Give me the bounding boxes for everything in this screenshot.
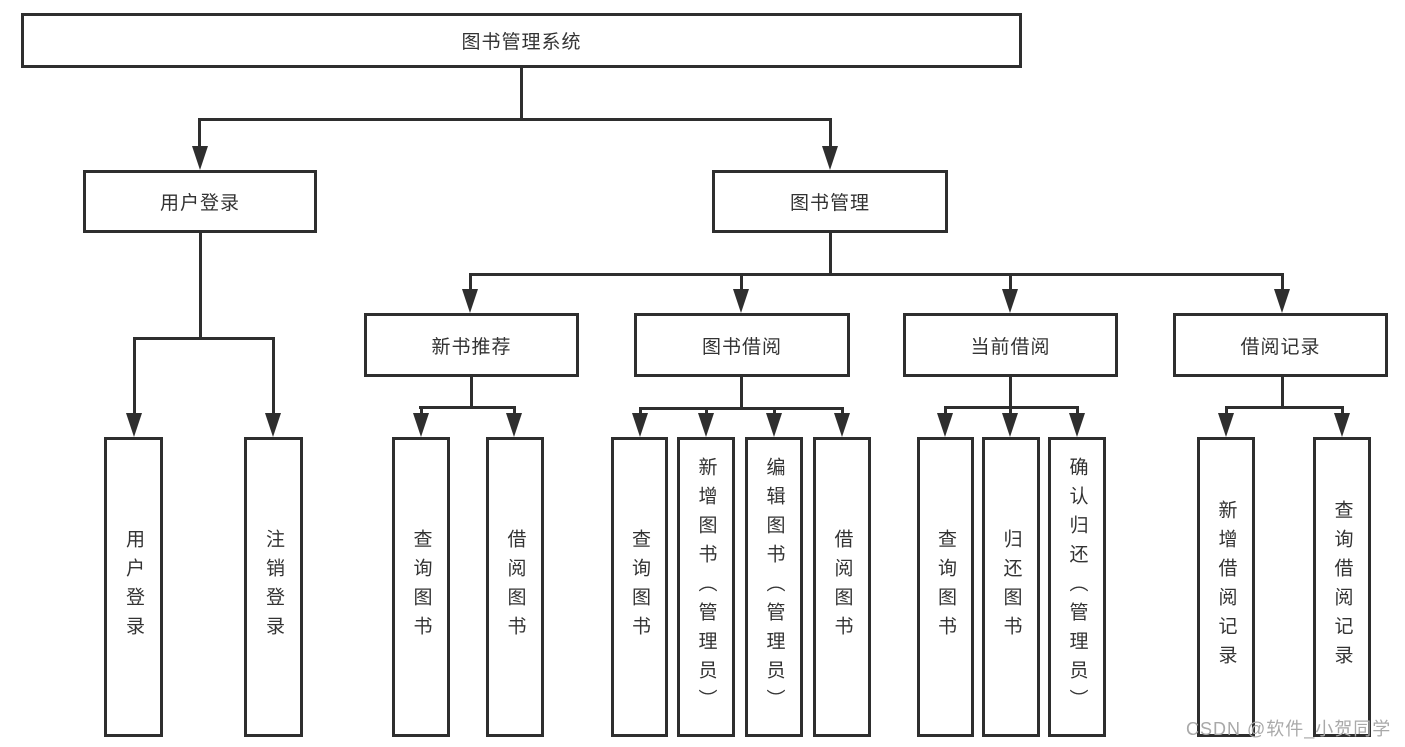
node-current-borrow-label: 当前借阅 [970,336,1051,358]
connector-line [1281,374,1284,408]
leaf-borrow-borrow-book: 借阅图书 [813,437,871,737]
connector-line [199,231,202,339]
leaf-logout-label: 注销登录 [263,529,284,645]
arrowhead-down-icon [632,413,648,437]
node-user-login-label: 用户登录 [159,193,240,214]
leaf-borrow-add-book-admin-label: 新增图书（管理员） [695,456,717,718]
arrowhead-down-icon [766,413,782,437]
node-book-management-label: 图书管理 [789,193,870,214]
leaf-borrow-search-book: 查询图书 [611,437,668,737]
connector-line [773,407,776,416]
connector-line [520,66,523,120]
arrowhead-down-icon [1218,413,1234,437]
connector-line [272,337,275,415]
connector-line [198,118,201,148]
leaf-borrow-add-book-admin: 新增图书（管理员） [677,437,735,737]
connector-line [1281,273,1284,291]
arrowhead-down-icon [834,413,850,437]
connector-line [420,406,423,416]
arrowhead-down-icon [192,146,208,170]
arrowhead-down-icon [937,413,953,437]
connector-line [1009,406,1012,416]
leaf-records-add-record-label: 新增借阅记录 [1215,500,1237,674]
leaf-current-return-book: 归还图书 [982,437,1040,737]
connector-line [1076,406,1079,416]
connector-line [133,337,275,340]
node-borrow-records-label: 借阅记录 [1240,336,1321,358]
leaf-current-confirm-return-admin: 确认归还（管理员） [1048,437,1106,737]
connector-line [639,407,642,416]
arrowhead-down-icon [413,413,429,437]
watermark-text: CSDN @软件_小贺同学 [1186,719,1392,739]
arrowhead-down-icon [822,146,838,170]
arrowhead-down-icon [1334,413,1350,437]
connector-line [740,273,743,291]
arrowhead-down-icon [265,413,281,437]
connector-line [419,406,516,409]
connector-line [133,337,136,415]
connector-line [829,118,832,148]
arrowhead-down-icon [506,413,522,437]
connector-line [1009,273,1012,291]
node-new-book-recommend: 新书推荐 [364,313,579,377]
connector-line [513,406,516,416]
arrowhead-down-icon [1002,413,1018,437]
leaf-borrow-edit-book-admin: 编辑图书（管理员） [745,437,803,737]
arrowhead-down-icon [126,413,142,437]
connector-line [1225,406,1228,416]
node-book-borrow-label: 图书借阅 [701,336,782,358]
node-user-login: 用户登录 [83,170,317,233]
arrowhead-down-icon [1069,413,1085,437]
leaf-current-search-book: 查询图书 [917,437,974,737]
connector-line [841,407,844,416]
node-book-borrow: 图书借阅 [634,313,850,377]
leaf-user-login-label: 用户登录 [123,529,144,645]
leaf-current-search-book-label: 查询图书 [935,529,956,645]
leaf-records-add-record: 新增借阅记录 [1197,437,1255,737]
arrowhead-down-icon [1002,289,1018,313]
connector-line [944,406,947,416]
leaf-recommend-search-book: 查询图书 [392,437,450,737]
connector-line [470,374,473,408]
connector-line [198,118,831,121]
leaf-logout: 注销登录 [244,437,303,737]
connector-line [1225,406,1344,409]
leaf-current-confirm-return-admin-label: 确认归还（管理员） [1066,456,1088,718]
connector-line [469,273,1284,276]
connector-line [639,407,844,410]
leaf-recommend-borrow-book: 借阅图书 [486,437,544,737]
arrowhead-down-icon [1274,289,1290,313]
node-current-borrow: 当前借阅 [903,313,1118,377]
arrowhead-down-icon [733,289,749,313]
connector-line [829,231,832,276]
node-new-book-recommend-label: 新书推荐 [431,336,512,358]
node-library-system: 图书管理系统 [21,13,1022,68]
leaf-records-search-record: 查询借阅记录 [1313,437,1371,737]
connector-line [740,374,743,409]
connector-line [705,407,708,416]
leaf-recommend-borrow-book-label: 借阅图书 [504,529,526,645]
leaf-borrow-borrow-book-label: 借阅图书 [831,529,853,645]
leaf-borrow-search-book-label: 查询图书 [629,529,650,645]
leaf-recommend-search-book-label: 查询图书 [410,529,432,645]
node-book-management: 图书管理 [712,170,948,233]
leaf-borrow-edit-book-admin-label: 编辑图书（管理员） [763,456,785,718]
arrowhead-down-icon [698,413,714,437]
connector-line [469,273,472,291]
node-borrow-records: 借阅记录 [1173,313,1388,377]
arrowhead-down-icon [462,289,478,313]
leaf-current-return-book-label: 归还图书 [1000,529,1022,645]
connector-line [1009,374,1012,408]
leaf-records-search-record-label: 查询借阅记录 [1331,500,1353,674]
leaf-user-login: 用户登录 [104,437,163,737]
connector-line [1341,406,1344,416]
node-library-system-label: 图书管理系统 [461,32,582,53]
